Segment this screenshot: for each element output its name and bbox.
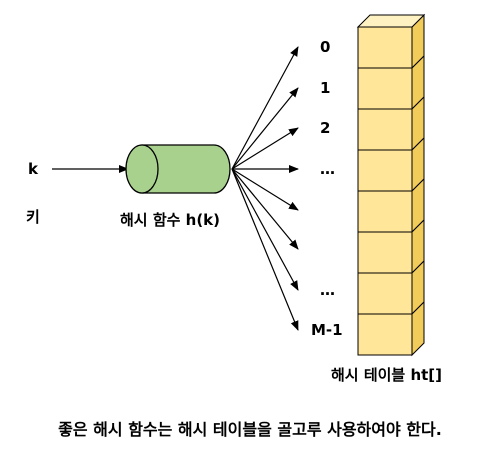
cylinder-body (141, 144, 231, 194)
slot-label-2: 2 (320, 119, 331, 137)
slot-label-0: 0 (320, 38, 331, 56)
slot-label-1: 1 (320, 79, 331, 97)
fan-arrow-4 (231, 168, 299, 211)
hash-function-cylinder (125, 144, 231, 194)
table-cell-4 (357, 177, 425, 234)
cell-front-face (357, 190, 413, 233)
fan-arrow-5 (231, 168, 299, 250)
fan-arrow-1 (231, 87, 299, 170)
input-key-label: 키 (26, 208, 40, 226)
cell-front-face (357, 231, 413, 274)
table-cell-6 (357, 259, 425, 316)
fan-arrow-0 (231, 46, 299, 170)
fan-arrow-2 (231, 127, 299, 170)
slot-label-3: … (320, 160, 335, 178)
cell-front-face (357, 26, 413, 69)
cylinder-front-face (125, 144, 159, 194)
hash-table-cells (356, 13, 426, 357)
fan-arrow-6 (231, 168, 299, 291)
cell-front-face (357, 108, 413, 151)
input-key-symbol: k (28, 160, 38, 178)
cell-front-face (357, 272, 413, 315)
caption: 좋은 해시 함수는 해시 테이블을 골고루 사용하여야 한다. (58, 420, 442, 439)
table-cell-0 (356, 13, 426, 70)
arrows-layer (52, 46, 299, 331)
cell-top-face (356, 14, 426, 28)
table-cell-7 (357, 300, 425, 357)
cell-front-face (357, 67, 413, 110)
table-cell-2 (357, 95, 425, 152)
hash-table-label: 해시 테이블 ht[] (331, 366, 443, 384)
fan-arrow-7 (231, 168, 299, 331)
cell-front-face (357, 149, 413, 192)
table-cell-5 (357, 218, 425, 275)
cell-front-face (357, 313, 413, 356)
slot-label-7: M-1 (311, 321, 343, 339)
hash-function-label: 해시 함수 h(k) (120, 211, 221, 229)
slot-label-6: … (320, 281, 335, 299)
